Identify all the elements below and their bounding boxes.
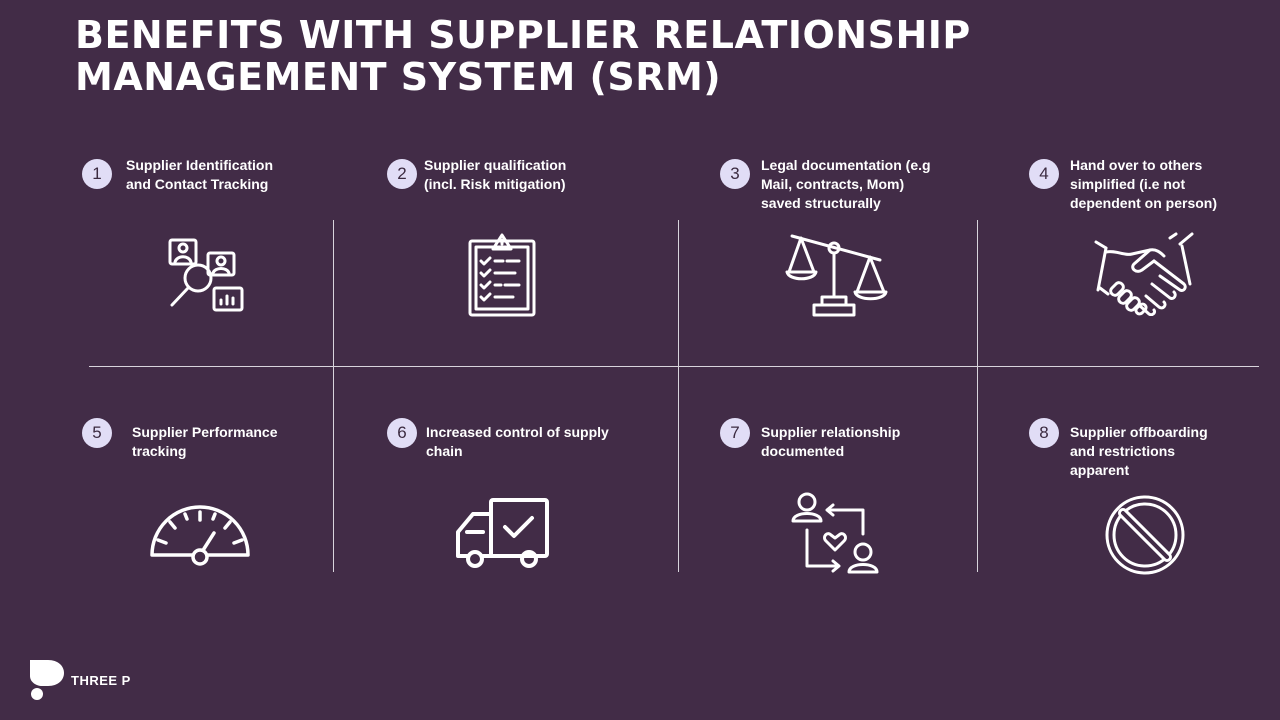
benefit-label: Hand over to others simplified (i.e not … [1070, 157, 1217, 211]
relationship-exchange-icon [789, 490, 881, 580]
title-line-2: MANAGEMENT SYSTEM (SRM) [75, 55, 722, 99]
supplier-search-icon [166, 236, 246, 316]
benefit-number-badge: 4 [1029, 159, 1059, 189]
benefit-label: Supplier qualification (incl. Risk mitig… [424, 157, 567, 192]
benefit-number-badge: 6 [387, 418, 417, 448]
benefit-label: Supplier offboarding and restrictions ap… [1070, 424, 1208, 478]
benefit-number-badge: 8 [1029, 418, 1059, 448]
vertical-divider-3 [977, 220, 978, 572]
benefit-number-badge: 1 [82, 159, 112, 189]
handshake-icon [1094, 232, 1194, 316]
benefit-label: Supplier relationship documented [761, 424, 901, 459]
three-p-logo-icon [28, 656, 66, 707]
benefit-number-badge: 3 [720, 159, 750, 189]
vertical-divider-1 [333, 220, 334, 572]
title-line-1: BENEFITS WITH SUPPLIER RELATIONSHIP [75, 13, 971, 57]
benefit-number-badge: 2 [387, 159, 417, 189]
benefit-label: Increased control of supply chain [426, 424, 609, 459]
scales-icon [784, 232, 888, 318]
vertical-divider-2 [678, 220, 679, 572]
benefit-number-badge: 7 [720, 418, 750, 448]
prohibited-icon [1104, 494, 1186, 576]
page-title: BENEFITS WITH SUPPLIER RELATIONSHIP MANA… [75, 14, 971, 98]
benefit-label: Supplier Performance tracking [132, 424, 278, 459]
speedometer-icon [148, 500, 252, 566]
benefit-number-badge: 5 [82, 418, 112, 448]
benefit-label: Legal documentation (e.g Mail, contracts… [761, 157, 931, 211]
delivery-truck-check-icon [455, 497, 551, 571]
checklist-warning-icon [467, 233, 537, 317]
benefit-label: Supplier Identification and Contact Trac… [126, 157, 274, 192]
horizontal-divider [89, 366, 1259, 367]
brand-name: THREE P [71, 673, 131, 688]
